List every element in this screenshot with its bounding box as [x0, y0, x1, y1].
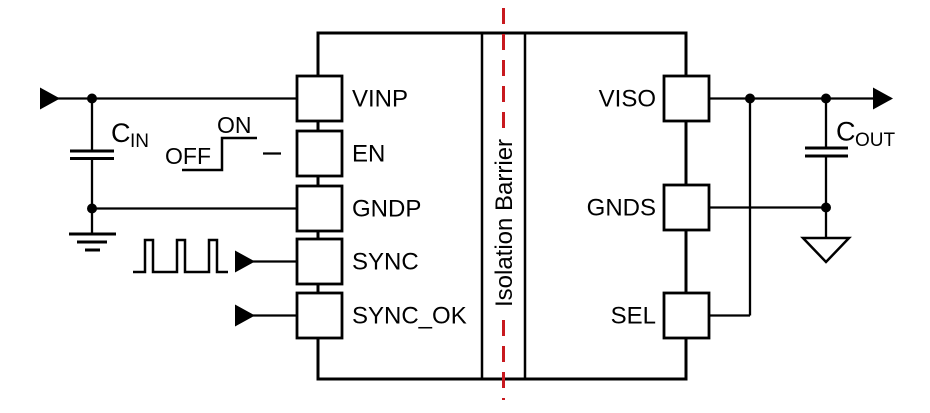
viso-pin-box	[662, 74, 711, 123]
cin-label-subscript: IN	[130, 131, 149, 152]
vout-output-arrow-icon	[873, 87, 893, 110]
en-pin-label: EN	[352, 141, 385, 168]
vinp-pin-label: VINP	[352, 86, 408, 113]
isolation-barrier-label-backplate	[486, 130, 521, 316]
sync-ok-input-arrow-icon	[235, 304, 255, 327]
cout-capacitor: C OUT	[805, 98, 896, 208]
viso-pin-label: VISO	[599, 86, 656, 113]
pin-sel: SEL	[611, 291, 711, 340]
cout-label: C	[836, 117, 856, 147]
cin-capacitor: C IN	[70, 98, 149, 209]
sync-input-arrow-icon	[235, 250, 255, 273]
vin-input-net	[40, 87, 297, 110]
sel-net	[709, 98, 752, 317]
sync-ok-pin-box	[295, 291, 344, 340]
gndp-net	[69, 203, 297, 252]
cout-label-subscript: OUT	[855, 130, 896, 151]
isolation-barrier: Isolation Barrier	[486, 8, 521, 400]
pin-sync-ok: SYNC_OK	[295, 291, 467, 340]
gnds-pin-box	[662, 183, 711, 232]
cin-label: C	[111, 118, 131, 148]
isolation-barrier-label: Isolation Barrier	[491, 139, 518, 307]
pin-gnds: GNDS	[587, 183, 711, 232]
pin-en: EN	[295, 129, 385, 178]
sync-net	[133, 238, 297, 274]
sync-ok-pin-label: SYNC_OK	[352, 303, 467, 330]
gndp-pin-box	[295, 184, 344, 233]
vin-input-arrow-icon	[40, 87, 60, 110]
en-waveform: ON OFF	[165, 112, 281, 172]
sync-ok-net	[235, 304, 297, 327]
sync-pulse-waveform	[133, 238, 228, 274]
pin-viso: VISO	[599, 74, 711, 123]
sync-pin-label: SYNC	[352, 249, 419, 276]
en-pin-box	[295, 129, 344, 178]
sel-pin-label: SEL	[611, 303, 656, 330]
gnds-net	[709, 202, 852, 264]
gnds-ground-triangle	[800, 236, 852, 264]
vinp-pin-box	[295, 74, 344, 123]
pin-gndp: GNDP	[295, 184, 421, 233]
pin-vinp: VINP	[295, 74, 408, 123]
gndp-pin-label: GNDP	[352, 196, 421, 223]
viso-output-net	[709, 87, 893, 110]
en-step-waveform	[182, 136, 257, 172]
sel-pin-box	[662, 291, 711, 340]
earth-ground-icon	[69, 208, 116, 252]
triangle-ground-icon	[800, 207, 852, 264]
sync-pin-box	[295, 237, 344, 286]
en-on-label: ON	[217, 112, 252, 138]
gnds-pin-label: GNDS	[587, 195, 656, 222]
en-off-label: OFF	[165, 143, 211, 169]
pin-sync: SYNC	[295, 237, 419, 286]
